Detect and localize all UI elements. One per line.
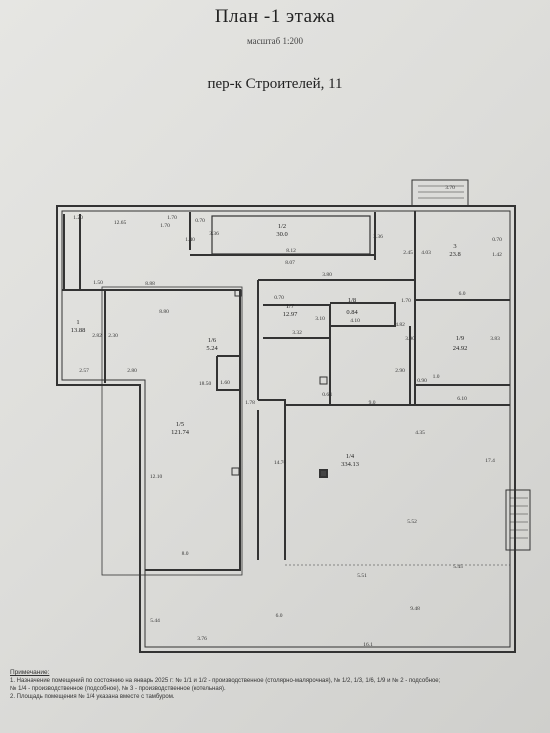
dim-label: 14.70 [274, 460, 287, 466]
dim-label: 8.07 [285, 260, 295, 266]
room-label: 1/2 [278, 223, 286, 230]
room-label: 1/6 [208, 337, 217, 344]
dim-label: 2.90 [395, 368, 405, 374]
dim-label: 1.70 [167, 215, 177, 221]
dim-label: 0.64 [322, 392, 332, 398]
dim-label: 3.10 [315, 316, 325, 322]
dim-label: 3.36 [209, 231, 219, 237]
dim-label: 5.45 [453, 564, 463, 570]
dim-label: 2.80 [127, 368, 137, 374]
dim-label: 1.70 [160, 223, 170, 229]
dim-label: 2.57 [79, 368, 89, 374]
room-area: 23.8 [449, 251, 460, 258]
dim-label: 1.70 [401, 298, 411, 304]
dim-label: 3.83 [490, 336, 500, 342]
dim-label: 8.12 [286, 248, 296, 254]
dim-label: 5.44 [150, 618, 160, 624]
page-title: План -1 этажа [214, 6, 336, 27]
dim-label: 1.0 [433, 374, 440, 380]
notes-line: 1. Назначение помещений по состоянию на … [10, 678, 441, 684]
dim-label: 8.0 [182, 551, 189, 557]
dim-label: 4.35 [415, 430, 425, 436]
dim-label: 2.30 [108, 333, 118, 339]
dim-label: 4.10 [350, 318, 360, 324]
room-area: 5.24 [206, 345, 218, 352]
dim-label: 9.48 [410, 606, 420, 612]
dim-label: 3.76 [197, 636, 207, 642]
room-area: 30.0 [276, 231, 287, 238]
dim-label: 1.60 [220, 380, 230, 386]
dim-label: 0.70 [274, 295, 284, 301]
notes-line: № 1/4 - производственное (подсобное), № … [10, 686, 226, 692]
room-label: 3 [453, 243, 456, 250]
room-area: 334.13 [341, 461, 359, 468]
dim-label: 12.10 [150, 474, 163, 480]
dim-label: 0.70 [492, 237, 502, 243]
dim-label: 5.52 [407, 519, 417, 525]
dim-label: 0.70 [195, 218, 205, 224]
dim-label: 1.40 [185, 237, 195, 243]
dim-label: 8.88 [145, 281, 155, 287]
dim-label: 1.78 [245, 400, 255, 406]
plan-walls [56, 179, 531, 653]
dim-label: 4.03 [421, 250, 431, 256]
plan-scale: масштаб 1:200 [247, 36, 303, 46]
dim-label: 18.50 [199, 381, 212, 387]
dim-label: 6.0 [276, 613, 283, 619]
room-label: 1/5 [176, 421, 184, 428]
room-label: 1/9 [456, 335, 464, 342]
room-area: 0.84 [346, 309, 358, 316]
dim-label: 5.51 [357, 573, 367, 579]
notes-heading: Примечание: [10, 669, 50, 676]
dim-label: 2.82 [92, 333, 102, 339]
plan-notes: Примечание: 1. Назначение помещений по с… [10, 669, 540, 701]
notes-line: 2. Площадь помещения № 1/4 указана вмест… [10, 694, 175, 700]
dim-label: 3.36 [373, 234, 383, 240]
room-area: 12.97 [283, 311, 298, 318]
dim-label: 3.90 [405, 336, 415, 342]
dim-label: 0.90 [417, 378, 427, 384]
room-label: 1/8 [348, 297, 356, 304]
dim-label: 9.0 [369, 400, 376, 406]
dim-label: 6.10 [457, 396, 467, 402]
dim-label: 17.4 [485, 458, 495, 464]
dim-label: 12.65 [114, 220, 127, 226]
plan-address: пер-к Строителей, 11 [207, 76, 343, 92]
room-area: 121.74 [171, 429, 190, 436]
dim-label: 1.50 [93, 280, 103, 286]
dim-label: 1.20 [73, 215, 83, 221]
dim-label: 4.82 [395, 322, 405, 328]
dim-label: 16.1 [363, 642, 373, 648]
dim-label: 2.45 [403, 250, 413, 256]
room-area: 13.88 [71, 327, 86, 334]
room-label: 1/4 [346, 453, 355, 460]
dim-label: 6.0 [459, 291, 466, 297]
dim-label: 3.80 [322, 272, 332, 278]
dim-label: 1.42 [492, 252, 502, 258]
room-label: 1/7 [286, 303, 295, 310]
dim-label: 3.70 [445, 185, 455, 191]
room-label: 1 [76, 319, 79, 326]
dim-label: 8.80 [159, 309, 169, 315]
room-area: 24.92 [453, 345, 468, 352]
dim-label: 3.32 [292, 330, 302, 336]
